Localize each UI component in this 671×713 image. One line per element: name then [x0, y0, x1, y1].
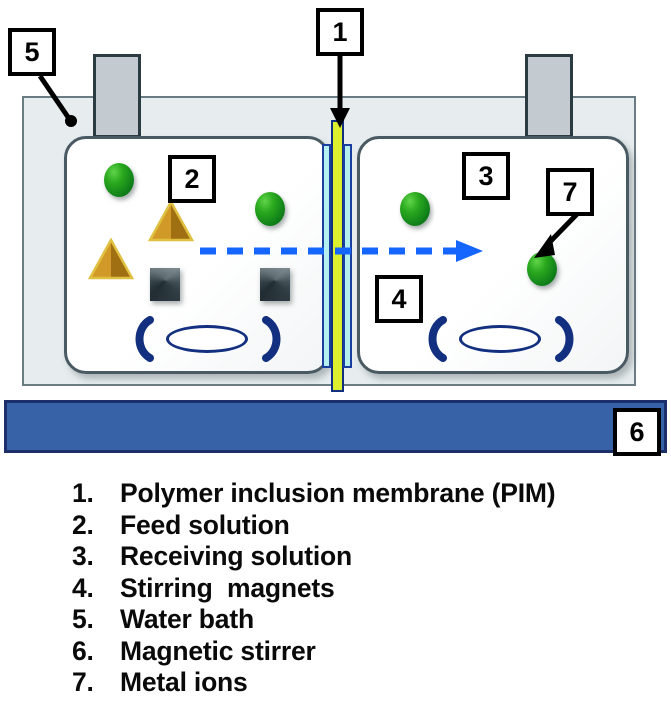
stir-bar-ellipse — [459, 325, 541, 353]
stirring-magnet-left — [128, 314, 288, 364]
metal-ion-sphere — [527, 252, 557, 286]
metal-ion-sphere — [400, 192, 430, 226]
legend-number: 2. — [72, 509, 94, 540]
legend-item: 2. Feed solution — [0, 510, 671, 542]
legend-label: Polymer inclusion membrane (PIM) — [120, 478, 556, 508]
leader-line-5 — [37, 74, 77, 127]
transport-direction-arrow — [200, 240, 483, 262]
membrane-boundary-layer-feed — [322, 144, 331, 368]
metal-ion-sphere — [255, 192, 285, 226]
legend-item: 6. Magnetic stirrer — [0, 636, 671, 668]
legend-label: Feed solution — [120, 509, 290, 540]
metal-ion-sphere — [104, 163, 134, 197]
metal-carrier-complex — [260, 268, 290, 301]
magnetic-stirrer — [4, 400, 667, 453]
legend-number: 6. — [72, 635, 94, 666]
stirrer-clamp-right — [525, 54, 573, 138]
figure-legend: 1. Polymer inclusion membrane (PIM) 2. F… — [0, 470, 671, 699]
carrier-triangle — [148, 200, 194, 242]
stirrer-clamp-left — [93, 54, 141, 138]
legend-item: 1. Polymer inclusion membrane (PIM) — [0, 478, 671, 510]
stirring-magnet-right — [421, 314, 581, 364]
stir-arc-icon — [555, 316, 574, 362]
membrane-boundary-layer-receiving — [343, 144, 352, 368]
legend-label: Metal ions — [120, 667, 248, 697]
legend-label: Water bath — [120, 604, 254, 634]
polymer-inclusion-membrane — [322, 120, 352, 392]
leader-line-1 — [330, 52, 350, 128]
leader-line-7 — [534, 209, 582, 258]
legend-item: 4. Stirring magnets — [0, 573, 671, 605]
callout-tag-6: 6 — [613, 408, 661, 456]
legend-label: Stirring magnets — [120, 572, 335, 603]
legend-item: 5. Water bath — [0, 604, 671, 636]
legend-number: 7. — [72, 667, 94, 697]
callout-tag-7: 7 — [546, 168, 594, 216]
callout-tag-2: 2 — [168, 155, 216, 203]
callout-tag-3: 3 — [462, 152, 510, 200]
callout-tag-5: 5 — [8, 28, 56, 76]
legend-number: 3. — [72, 541, 94, 571]
legend-number: 5. — [72, 604, 94, 634]
legend-number: 4. — [72, 572, 94, 603]
callout-tag-1: 1 — [316, 8, 364, 56]
apparatus-diagram: 1 2 3 4 5 6 7 — [4, 8, 667, 456]
carrier-triangle — [88, 238, 134, 280]
stir-bar-ellipse — [166, 325, 248, 353]
stir-arc-icon — [428, 316, 447, 362]
legend-label: Receiving solution — [120, 541, 352, 571]
metal-carrier-complex — [150, 268, 180, 301]
callout-tag-4: 4 — [375, 275, 423, 323]
stir-arc-icon — [262, 316, 281, 362]
legend-item: 7. Metal ions — [0, 667, 671, 699]
legend-item: 3. Receiving solution — [0, 541, 671, 573]
legend-label: Magnetic stirrer — [120, 635, 316, 666]
stir-arc-icon — [135, 316, 154, 362]
legend-number: 1. — [72, 478, 94, 508]
